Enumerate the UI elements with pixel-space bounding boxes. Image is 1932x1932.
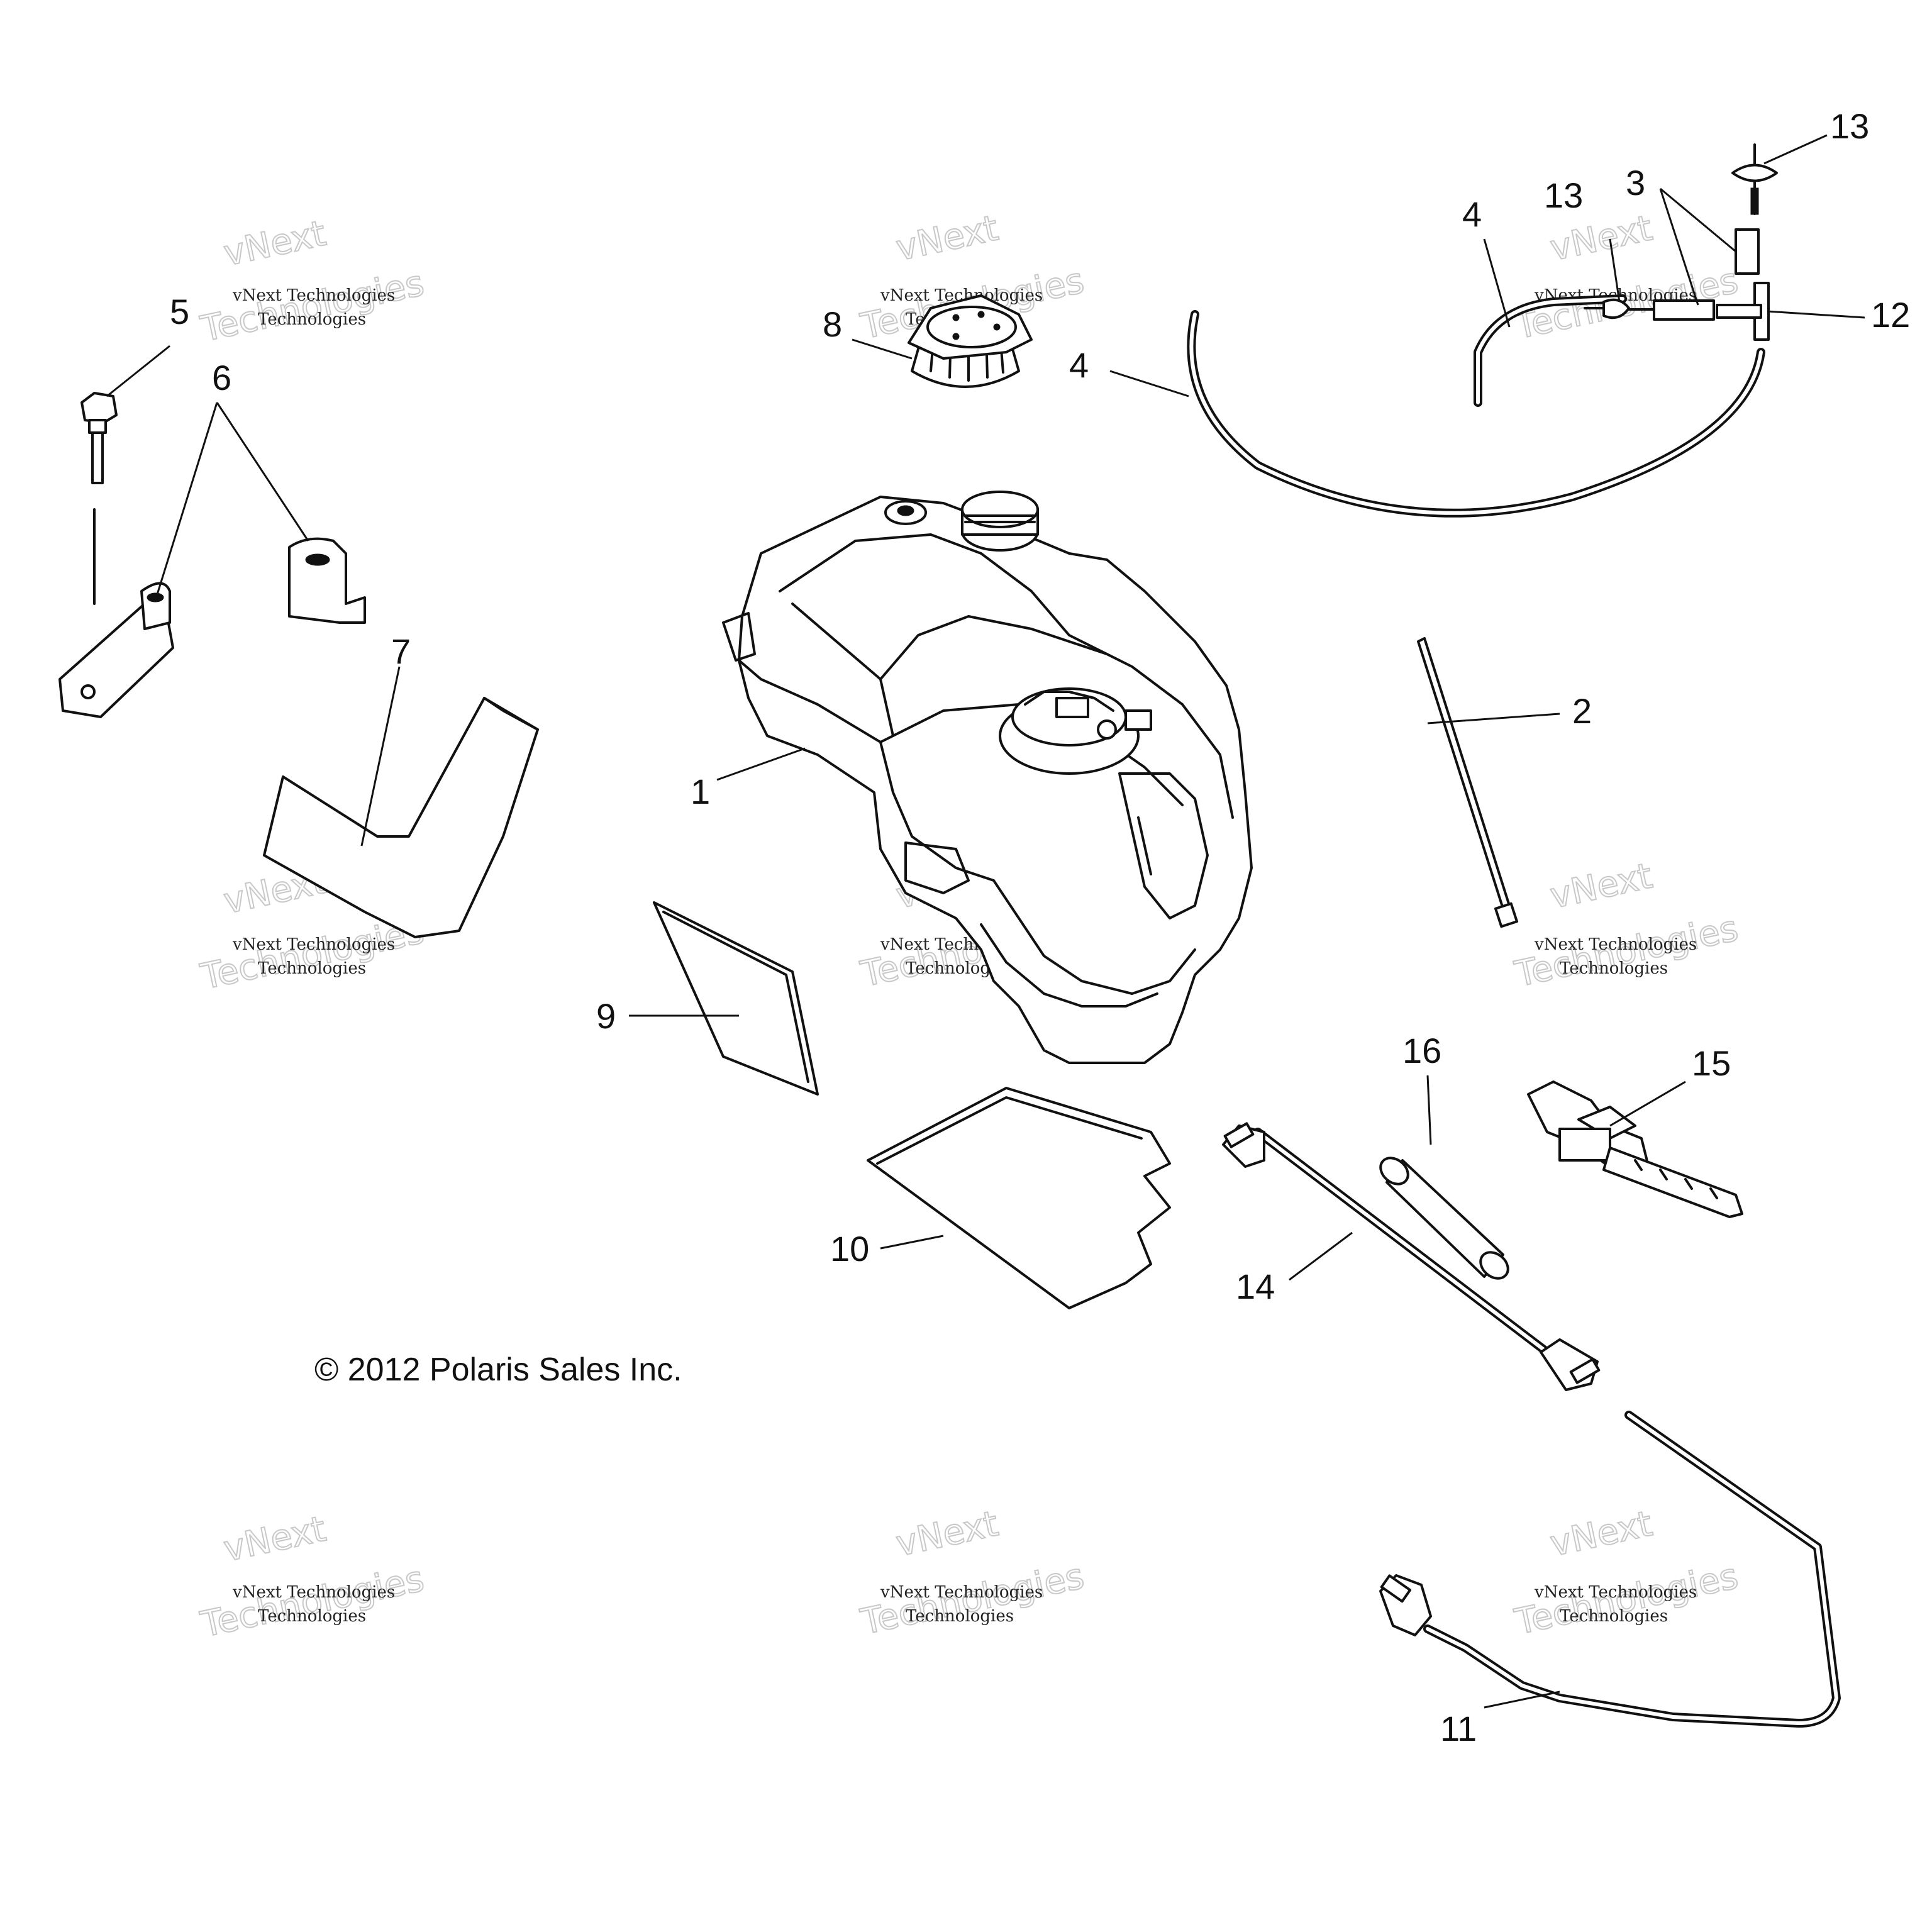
callout-11: 11 [1440,1709,1477,1748]
cable-tie-part-2 [1417,637,1518,928]
callout-2: 2 [1572,691,1592,731]
pad-part-9 [653,901,819,1096]
svg-text:Technologies: Technologies [197,263,427,350]
watermark-text: Technologies [258,1607,366,1626]
watermark-text: vNext Technologies [880,1583,1043,1602]
watermark-text: Technologies [906,1607,1014,1626]
copyright-notice: © 2012 Polaris Sales Inc. [314,1352,682,1388]
callout-10: 10 [830,1229,869,1269]
vent-hose-part-4 [1187,294,1765,518]
bracket-part-6 [58,582,174,718]
bolt-part-5 [80,392,118,605]
callout-12: 12 [1871,295,1910,335]
clip-part-15 [1527,1080,1743,1218]
watermark-text: vNext Technologies [1534,935,1697,954]
callout-9: 9 [596,996,616,1036]
callout-16: 16 [1402,1031,1441,1070]
tee-fitting-part-12 [1716,282,1770,341]
watermark-text: vNext Technologies [232,935,395,954]
callout-14: 14 [1236,1267,1275,1306]
fuel-cap-part-8 [908,294,1033,388]
fuel-hose-part-11 [1379,1411,1841,1728]
svg-text:vNext: vNext [220,213,330,275]
callout-13b: 13 [1544,175,1583,215]
watermark-text: vNext Technologies [1534,1583,1697,1602]
svg-text:Technologies: Technologies [197,1558,427,1646]
fuel-tank-part-1 [722,491,1253,1064]
svg-text:vNext: vNext [892,208,1002,269]
callout-8: 8 [823,304,842,344]
svg-text:vNext: vNext [1546,1503,1656,1565]
svg-text:vNext: vNext [892,1503,1002,1565]
leader-lines [106,134,1865,1709]
watermark-text: Technologies [258,959,366,978]
watermark: vNext Technologies [1511,207,1742,348]
callout-3: 3 [1626,163,1645,203]
callout-4: 4 [1462,194,1482,234]
callout-15: 15 [1692,1043,1731,1083]
callout-7: 7 [391,631,411,671]
check-valve-part-13b [1584,298,1655,319]
pad-part-7 [263,697,539,938]
sleeve-part-16 [1379,1157,1509,1280]
watermark-text: Technologies [1560,959,1668,978]
callout-1: 1 [691,772,710,811]
check-valve-part-13 [1731,143,1778,215]
callout-4b: 4 [1069,345,1089,385]
watermark-text: vNext Technologies [232,286,395,305]
callout-13: 13 [1830,106,1869,146]
callout-5: 5 [170,292,189,331]
svg-text:vNext: vNext [220,1509,330,1570]
pad-part-10 [867,1087,1171,1309]
bracket-part-6b [288,537,366,624]
svg-text:vNext: vNext [1546,855,1656,917]
fuel-line-part-14 [1222,1122,1601,1391]
watermark-text: Technologies [1560,1607,1668,1626]
watermark-text: Technologies [258,310,366,329]
callout-labels: 1 2 3 4 4 5 6 7 8 9 10 11 12 13 13 14 15… [170,106,1910,1748]
watermark-text: vNext Technologies [232,1583,395,1602]
callout-6: 6 [212,358,231,397]
svg-text:vNext: vNext [1546,208,1656,269]
